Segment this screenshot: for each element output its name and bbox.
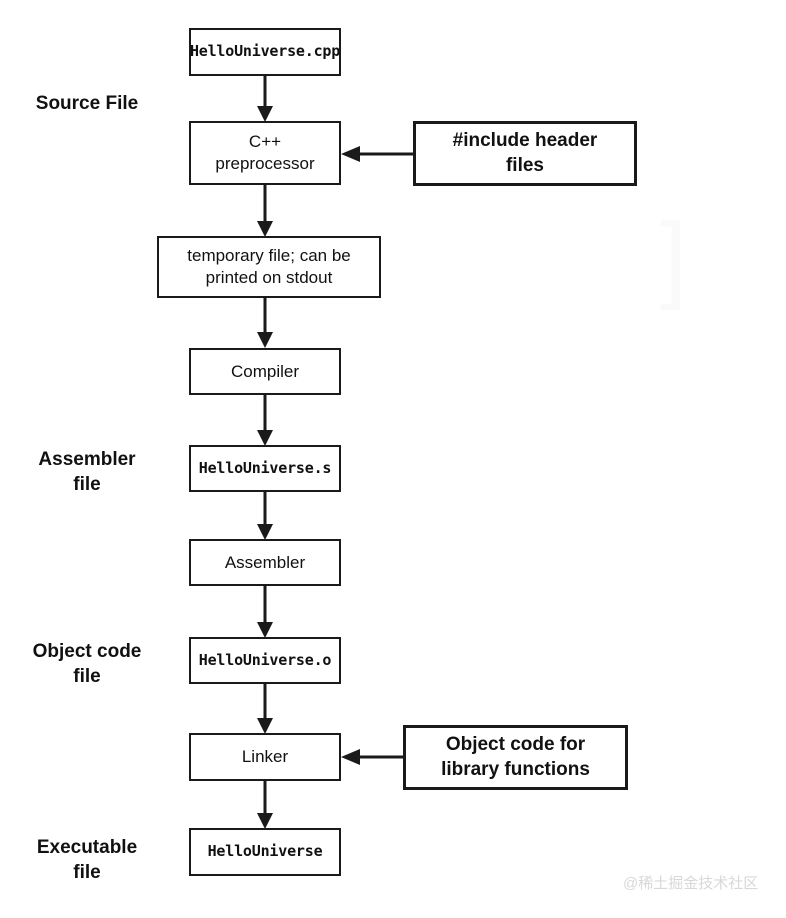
- node-hellouniverse-s: HelloUniverse.s: [189, 445, 341, 492]
- ghost-watermark: ]: [660, 204, 687, 311]
- site-watermark: @稀土掘金技术社区: [623, 875, 759, 892]
- stage-label-source-file: Source File: [35, 93, 139, 114]
- node-assembler: Assembler: [189, 539, 341, 586]
- node-hellouniverse: HelloUniverse: [189, 828, 341, 876]
- node-hellouniverse-cpp: HelloUniverse.cpp: [189, 28, 341, 76]
- node-linker: Linker: [189, 733, 341, 781]
- node-compiler: Compiler: [189, 348, 341, 395]
- node-cpp-preprocessor: C++preprocessor: [189, 121, 341, 185]
